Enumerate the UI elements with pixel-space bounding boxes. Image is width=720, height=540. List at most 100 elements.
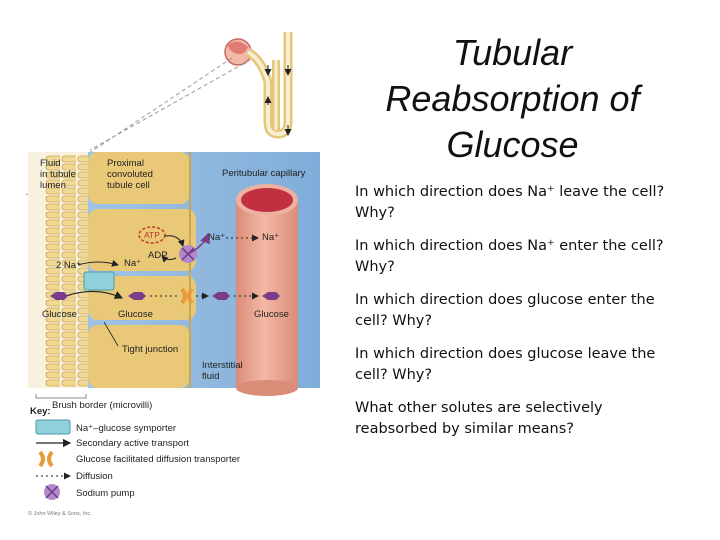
microvillus (77, 163, 88, 171)
microvillus (61, 267, 76, 275)
microvillus (77, 171, 88, 179)
copyright-text: © John Wiley & Sons, Inc. (28, 510, 92, 517)
question-1: In which direction does Na⁺ leave the ce… (355, 184, 665, 221)
microvillus (77, 307, 88, 315)
microvillus (77, 243, 88, 251)
glucose-capillary (262, 292, 280, 300)
microvillus (45, 299, 60, 307)
title-line-2: Reabsorption of (385, 78, 640, 119)
microvillus (61, 379, 76, 387)
key-label-secondary-active: Secondary active transport (76, 438, 189, 449)
microvillus (61, 283, 76, 291)
microvillus (45, 355, 60, 363)
microvillus (45, 259, 60, 267)
key-label-symporter: Na⁺–glucose symporter (76, 423, 176, 434)
microvillus (77, 339, 88, 347)
label-interstitial-1: Interstitial (202, 360, 243, 371)
microvillus (45, 171, 60, 179)
na-entry-arrow (77, 259, 119, 267)
microvillus (61, 299, 76, 307)
microvillus (45, 339, 60, 347)
microvillus (61, 315, 76, 323)
microvillus (61, 195, 76, 203)
microvillus (77, 235, 88, 243)
microvillus (45, 307, 60, 315)
key-transporter: Glucose facilitated diffusion transporte… (38, 450, 240, 468)
microvillus (45, 179, 60, 187)
microvillus (77, 363, 88, 371)
microvillus (77, 187, 88, 195)
microvillus (61, 323, 76, 331)
microvillus (45, 379, 60, 387)
label-brush-border: Brush border (microvilli) (52, 400, 152, 411)
microvillus (77, 179, 88, 187)
microvillus (45, 211, 60, 219)
glucose-cell (128, 292, 146, 300)
label-fluid-lumen-1: Fluid (40, 158, 61, 169)
label-pct-cell-3: tubule cell (107, 180, 150, 191)
symport-arrow (65, 290, 124, 299)
microvillus (45, 219, 60, 227)
key-secondary-active: Secondary active transport (36, 438, 189, 449)
label-tight-junction: Tight junction (122, 344, 178, 355)
key-diffusion: Diffusion (36, 471, 113, 482)
zoom-line-right (89, 59, 251, 151)
microvillus (61, 307, 76, 315)
microvillus (61, 179, 76, 187)
microvillus (61, 339, 76, 347)
microvillus (45, 283, 60, 291)
label-capillary: Peritubular capillary (222, 168, 306, 179)
label-na-top: Na⁺ (208, 232, 225, 243)
microvillus (45, 363, 60, 371)
microvillus (45, 163, 60, 171)
microvillus (61, 155, 76, 163)
microvillus (61, 235, 76, 243)
microvillus (61, 363, 76, 371)
label-atp: ATP (144, 230, 160, 240)
question-5: What other solutes are selectively reabs… (355, 400, 603, 437)
microvillus (45, 251, 60, 259)
microvillus (61, 243, 76, 251)
key-title: Key: (30, 406, 51, 417)
glucose-lumen (50, 292, 68, 300)
microvillus (45, 371, 60, 379)
microvillus (77, 251, 88, 259)
title-line-3: Glucose (446, 124, 579, 165)
microvillus (77, 355, 88, 363)
microvillus (77, 315, 88, 323)
label-na-mid: Na⁺ (124, 258, 141, 269)
microvillus (77, 203, 88, 211)
microvillus (45, 203, 60, 211)
microvillus (61, 347, 76, 355)
microvillus (45, 195, 60, 203)
microvillus (61, 163, 76, 171)
microvillus (45, 323, 60, 331)
question-3: In which direction does glucose enter th… (355, 292, 655, 329)
pump-arrow (187, 232, 211, 255)
label-two-na: 2 Na⁺ (56, 260, 81, 271)
label-pct-cell-1: Proximal (107, 158, 144, 169)
microvillus (77, 299, 88, 307)
microvillus (61, 331, 76, 339)
label-na-right: Na⁺ (262, 232, 279, 243)
microvillus (45, 155, 60, 163)
label-fluid-lumen-2: in tubule (40, 169, 76, 180)
microvillus (61, 275, 76, 283)
microvillus (45, 243, 60, 251)
label-glucose-lumen: Glucose (42, 309, 77, 320)
label-fluid-lumen-3: lumen (40, 180, 66, 191)
key-label-diffusion: Diffusion (76, 471, 113, 482)
microvillus (45, 275, 60, 283)
adp-arrow (161, 255, 177, 263)
microvillus (77, 379, 88, 387)
microvillus (45, 227, 60, 235)
glucose-interstitial (212, 292, 230, 300)
brush-border-bracket (35, 394, 87, 399)
microvillus (77, 155, 88, 163)
slide-title: Tubular Reabsorption of Glucose (360, 30, 665, 168)
microvillus (61, 219, 76, 227)
microvillus (45, 235, 60, 243)
microvillus (45, 315, 60, 323)
tight-junction-pointer (103, 321, 119, 347)
microvillus (45, 267, 60, 275)
